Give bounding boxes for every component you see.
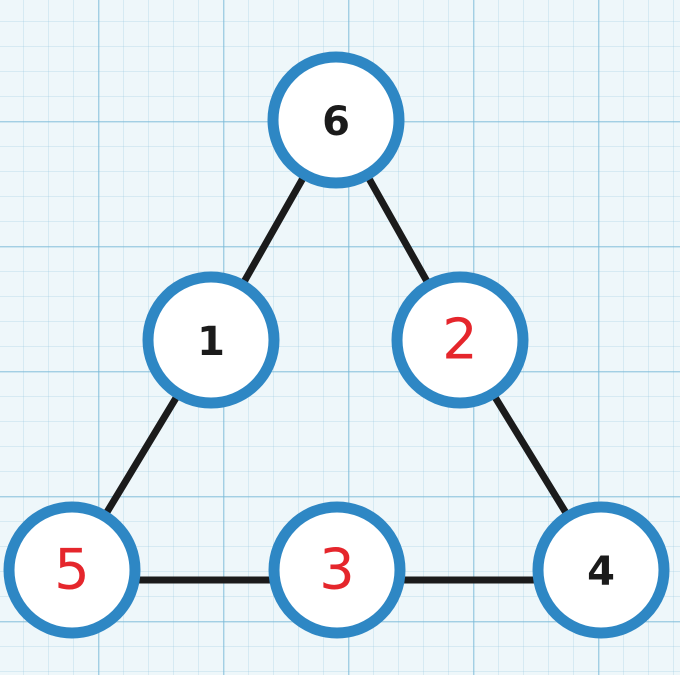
node-bottom-right-label: 4	[587, 549, 615, 595]
node-right-middle-label: 2	[442, 308, 478, 373]
node-bottom-middle: 3	[268, 501, 406, 639]
node-bottom-middle-circle	[268, 501, 406, 639]
node-left-middle: 1	[142, 271, 280, 409]
node-bottom-left-label: 5	[54, 538, 90, 603]
node-top-circle	[267, 51, 405, 189]
node-left-middle-circle	[142, 271, 280, 409]
node-top: 6	[267, 51, 405, 189]
node-top-label: 6	[322, 99, 350, 145]
node-bottom-left-circle	[3, 501, 141, 639]
node-bottom-right: 4	[532, 501, 670, 639]
node-bottom-middle-label: 3	[319, 538, 355, 603]
node-right-middle-circle	[391, 271, 529, 409]
node-right-middle: 2	[391, 271, 529, 409]
node-bottom-right-circle	[532, 501, 670, 639]
node-left-middle-label: 1	[197, 319, 225, 365]
node-bottom-left: 5	[3, 501, 141, 639]
